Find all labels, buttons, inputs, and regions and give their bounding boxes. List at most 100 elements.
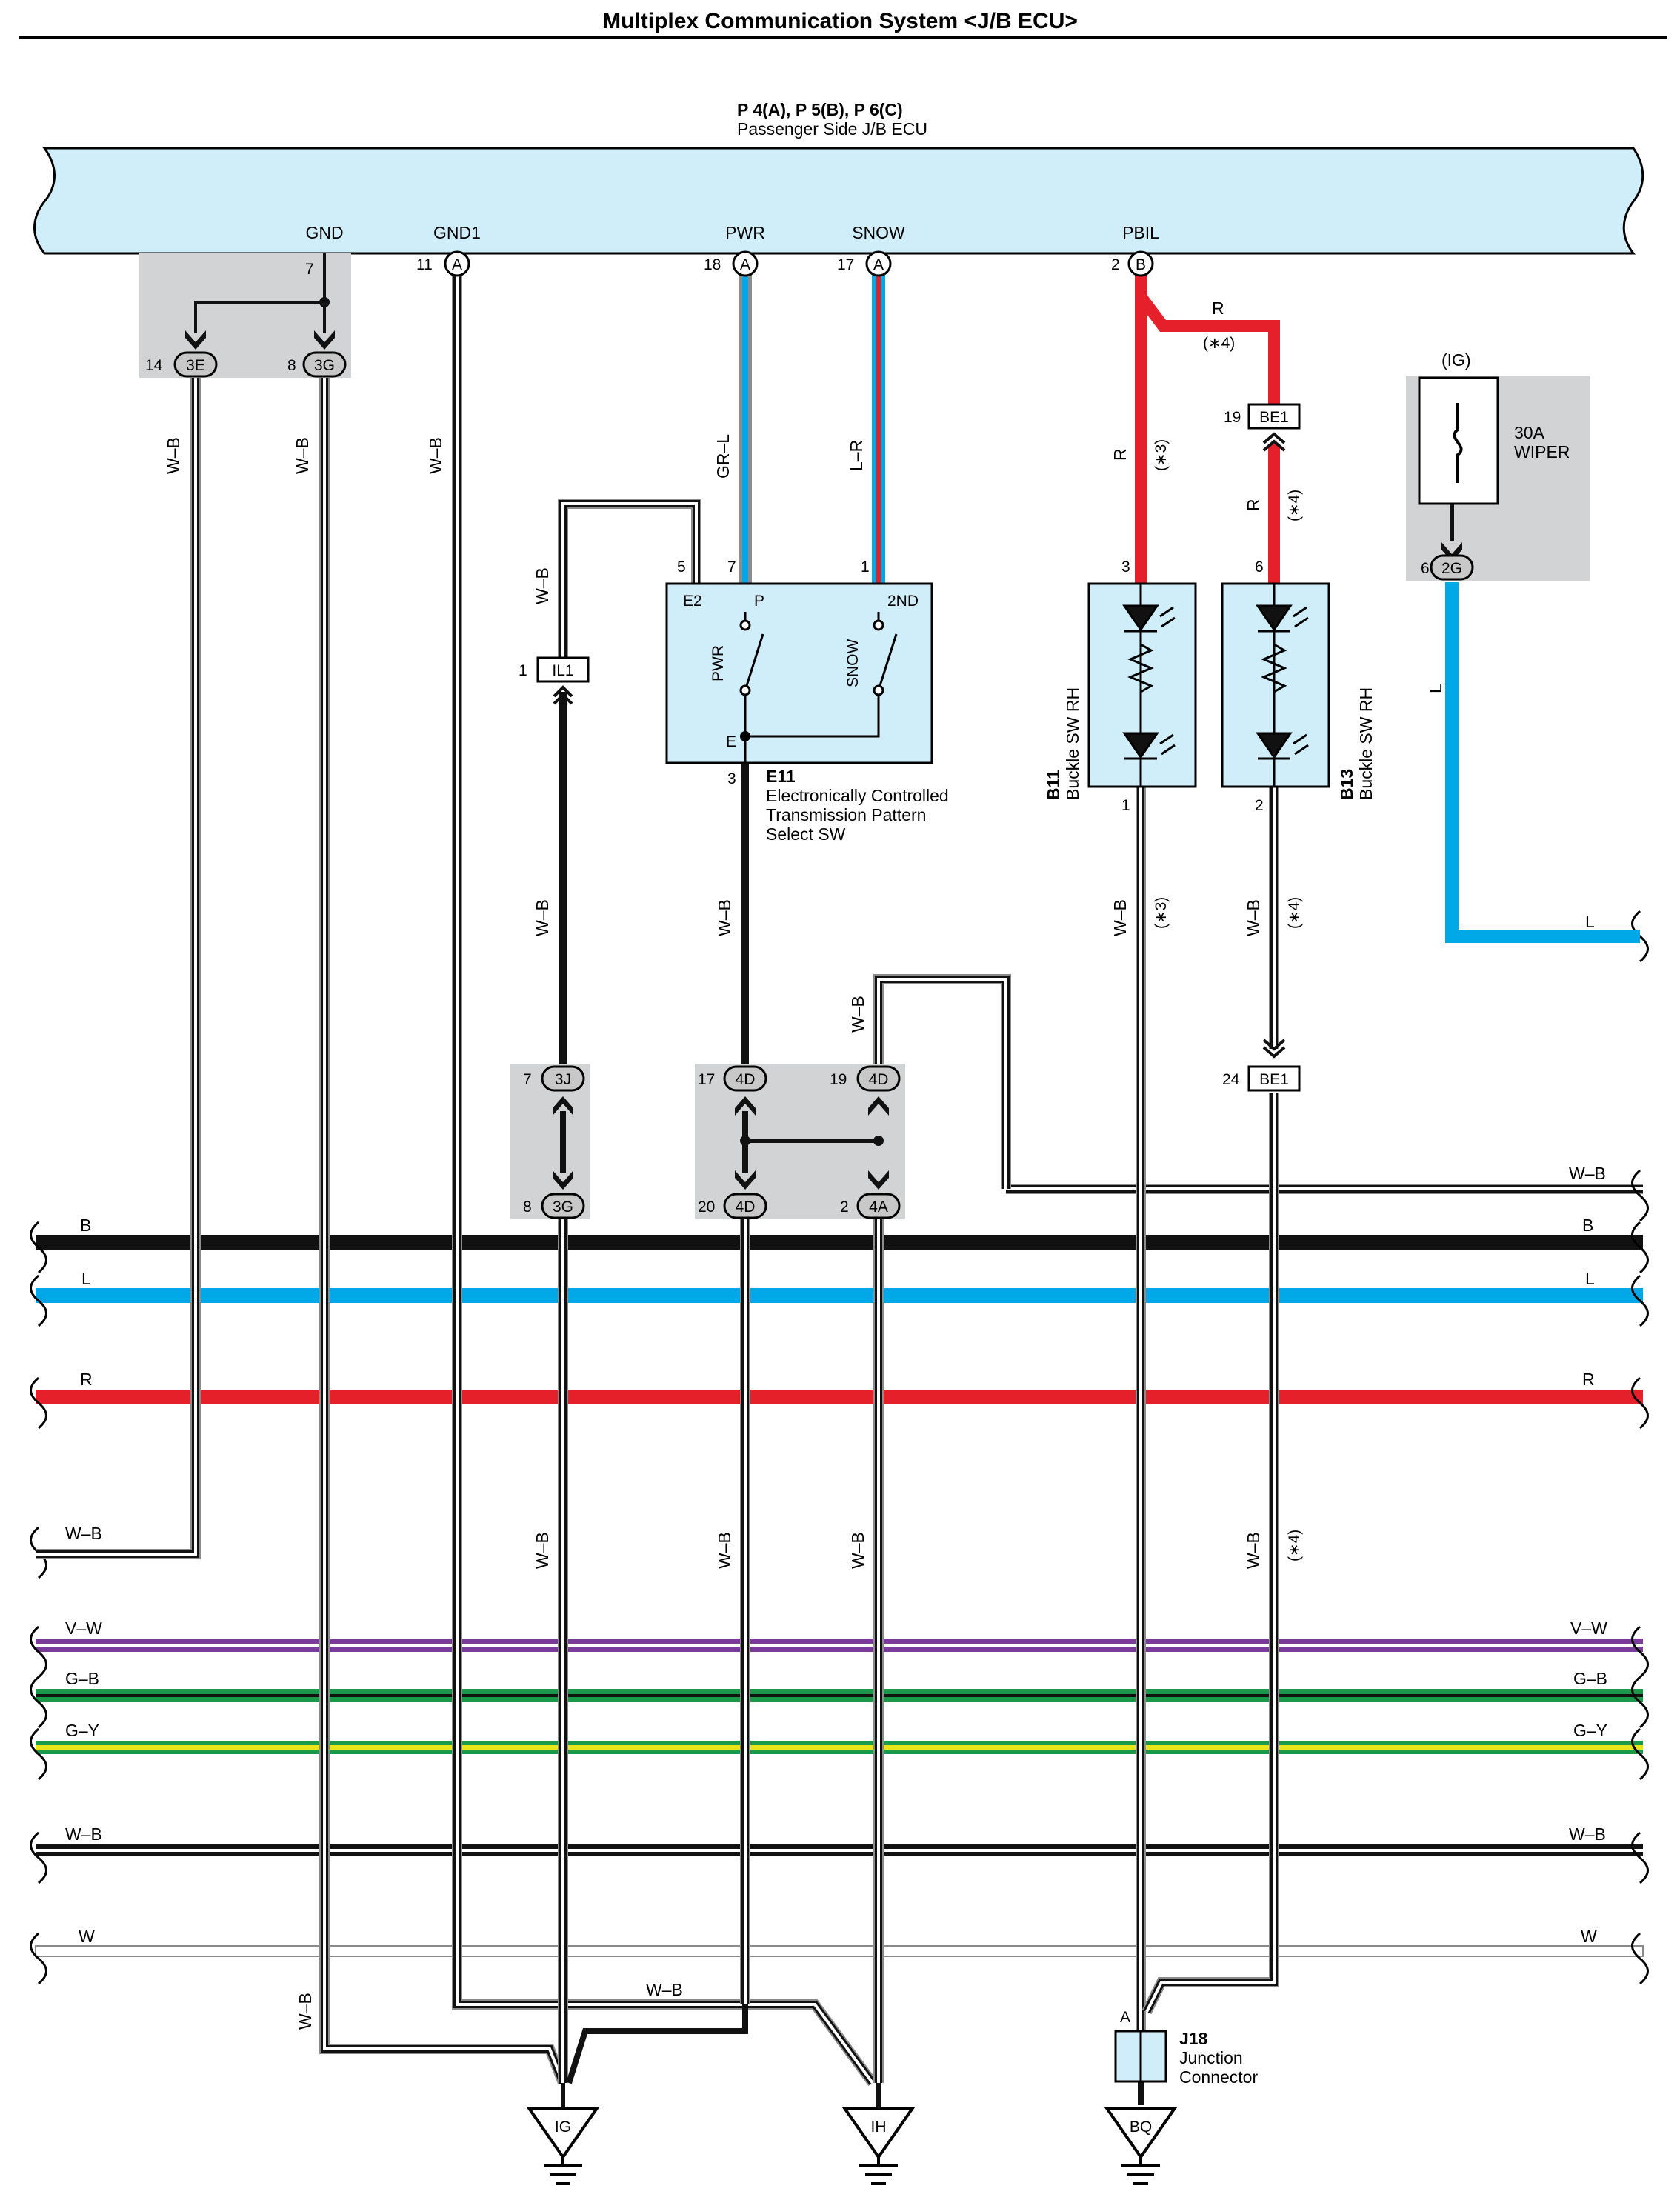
arrow-3j-up-icon	[553, 1096, 573, 1116]
junction-2g-code: 2G	[1441, 560, 1462, 577]
led-b11-top-rays-icon	[1159, 606, 1176, 628]
ecu-body	[33, 147, 1644, 255]
wire-label-r-b11: R	[1110, 448, 1130, 461]
fuse-rating: 30A	[1514, 423, 1545, 442]
arrow-4d-17-icon	[735, 1096, 756, 1116]
buckle-b11-name: Buckle SW RH	[1063, 687, 1082, 800]
connector-be1-top-code: BE1	[1259, 409, 1289, 426]
page-title: Multiplex Communication System <J/B ECU>	[602, 9, 1078, 33]
j18-line1: Junction	[1179, 2048, 1243, 2067]
bus-label-gb-right: G–B	[1573, 1669, 1607, 1688]
connector-be1-low-pin: 24	[1222, 1071, 1240, 1088]
wire-label-wb-ig-2: W–B	[715, 1532, 734, 1569]
bus-b	[36, 1235, 1643, 1250]
chevron-be1-low-icon	[1262, 1039, 1286, 1059]
ground-ig-label: IG	[555, 2119, 571, 2136]
pin-pbil-num: 2	[1111, 256, 1120, 273]
wire-label-r-branch: R	[1212, 299, 1224, 318]
switch-e11-t-p: P	[754, 593, 764, 610]
switch-contacts	[739, 612, 898, 763]
junction-4d-17-pin: 17	[698, 1071, 715, 1088]
arrow-4a-icon	[868, 1170, 889, 1190]
ground-bq: BQ	[1104, 2107, 1178, 2185]
bus-label-w-right: W	[1581, 1927, 1597, 1946]
connector-be1-top	[1247, 403, 1301, 430]
junction-3j-pin: 7	[523, 1071, 532, 1088]
bus-vw-stripe	[36, 1644, 1643, 1647]
arrow-4d-19-icon	[868, 1096, 889, 1116]
switch-e11-pwr-label: PWR	[710, 645, 727, 681]
j18-line2: Connector	[1179, 2067, 1258, 2087]
pin-pbil-marker	[1127, 250, 1154, 277]
wire-label-wb-b13: W–B	[1244, 899, 1263, 936]
resistor-b11-icon	[1127, 643, 1154, 693]
wire-label-l-bus: L	[1585, 912, 1595, 931]
ground-ih-lines-icon	[859, 2157, 898, 2185]
bus-label-r-right: R	[1582, 1370, 1595, 1389]
arrow-4d-20-icon	[735, 1170, 756, 1190]
gnd-splice-dot	[319, 297, 330, 307]
ground-ih: IH	[841, 2083, 916, 2185]
ecu-pins: A 11 A 18 A 17 B 2	[416, 250, 1154, 277]
buckle-b13-name: Buckle SW RH	[1356, 687, 1376, 800]
connector-be1-low-code: BE1	[1259, 1071, 1289, 1088]
wire-label-wb-e2: W–B	[533, 567, 552, 604]
splice-4d-b	[873, 1136, 884, 1146]
ecu-code: P 4(A), P 5(B), P 6(C)	[737, 100, 903, 119]
ground-bq-icon	[1104, 2107, 1178, 2160]
junction-4a-code: 4A	[869, 1199, 888, 1216]
buckle-b11-pin-bot: 1	[1121, 797, 1130, 814]
pin-snow-num: 17	[837, 256, 854, 273]
wire-label-n4-b13-low: (∗4)	[1286, 897, 1303, 929]
switch-e11-body	[665, 582, 933, 764]
j18-pin: A	[1120, 2009, 1130, 2026]
wire-label-wb-3g: W–B	[293, 437, 312, 474]
pin-snow-marker	[865, 250, 892, 277]
buckle-b11-pin-top: 3	[1121, 559, 1130, 576]
ground-ig-lines-icon	[544, 2157, 582, 2185]
wire-label-wb-ig-1: W–B	[533, 1532, 552, 1569]
bus-l	[36, 1288, 1643, 1303]
switch-e11-t-e: E	[726, 733, 736, 750]
wire-label-n4-branch: (∗4)	[1203, 335, 1235, 352]
wire-label-wb-bottom-left: W–B	[296, 1993, 315, 2030]
junction-3g-low-pin: 8	[523, 1199, 532, 1216]
bus-lines	[35, 1184, 1644, 1957]
switch-e11-pin1: 1	[861, 559, 870, 576]
arrow-3g-low-icon	[553, 1170, 573, 1190]
ground-bq-label: BQ	[1130, 2119, 1152, 2136]
j18-code: J18	[1179, 2029, 1208, 2048]
junction-4d-19-code: 4D	[869, 1071, 889, 1088]
led-b11-bot-icon	[1122, 732, 1159, 760]
led-b11-bot-rays-icon	[1159, 733, 1176, 756]
switch-e11-pin7: 7	[727, 559, 736, 576]
ground-ih-label: IH	[871, 2119, 887, 2136]
pin-snow-conn: A	[873, 256, 884, 273]
connector-il1-pin: 1	[519, 662, 527, 679]
connector-be1-top-pin: 19	[1224, 409, 1241, 426]
bus-breaks-right	[1631, 910, 1649, 1985]
bus-label-gy-right: G–Y	[1573, 1721, 1607, 1740]
wire-label-wb-gnd1: W–B	[426, 437, 445, 474]
junction-3g-top	[302, 351, 347, 378]
buckle-b13: 6 2 B13 Buckle SW RH	[1221, 559, 1376, 814]
ecu-terminal-snow: SNOW	[852, 223, 905, 242]
bus-label-r-left: R	[80, 1370, 93, 1389]
wb-wires	[36, 274, 1279, 2105]
bus-label-l-left: L	[81, 1269, 91, 1288]
led-b13-top-icon	[1256, 604, 1293, 633]
ground-ig: IG	[526, 2083, 600, 2185]
chevron-il1-icon	[553, 685, 573, 705]
bus-gy-stripe	[36, 1745, 1643, 1750]
bus-gb-stripe	[36, 1694, 1643, 1697]
junction-3g-low-code: 3G	[553, 1199, 573, 1216]
junction-connectors: 3E 14 3G 8 2G 6 3J 7 3G 8 4D 17 4D 19	[145, 330, 1474, 1219]
pwr-wire-grl-stripe	[742, 274, 748, 584]
ecu-terminal-pbil: PBIL	[1122, 223, 1159, 242]
splice-4d-a	[740, 1136, 750, 1146]
wire-label-lr: L–R	[847, 440, 866, 471]
ecu-name: Passenger Side J/B ECU	[737, 119, 927, 139]
bus-r	[36, 1390, 1643, 1404]
chevron-be1-top-icon	[1262, 432, 1286, 452]
junction-4d-20	[723, 1193, 767, 1219]
